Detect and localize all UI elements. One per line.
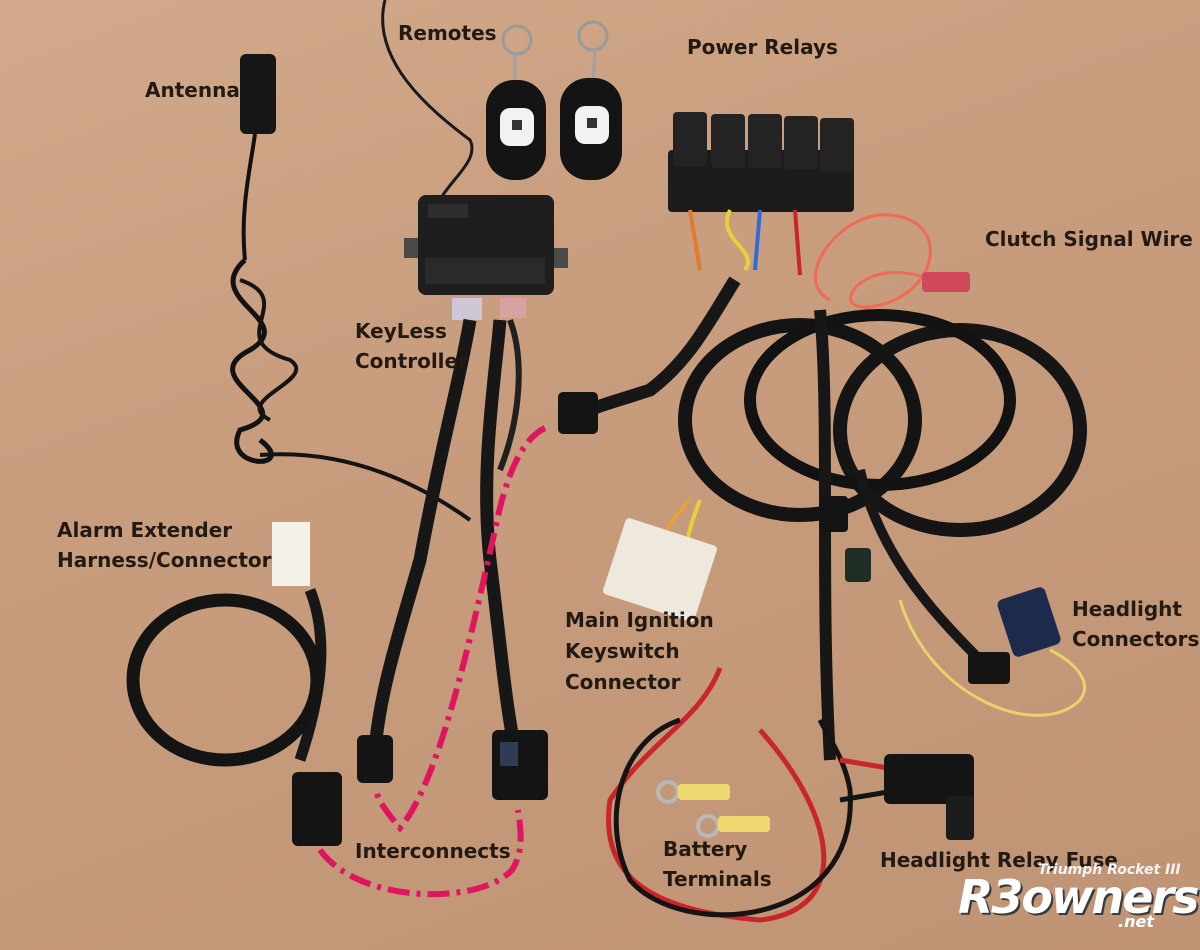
label-keyless-controller-1: KeyLess: [355, 319, 447, 343]
main-power-harness: [558, 276, 1087, 761]
main-ignition-connector: [603, 498, 717, 622]
label-headlight-connectors-1: Headlight: [1072, 597, 1182, 621]
headlight-connectors: [898, 587, 1087, 717]
headlight-relay-fuse: [884, 754, 974, 840]
remote-fobs: [486, 20, 622, 180]
label-power-relays: Power Relays: [687, 35, 838, 59]
controller-harness-extra: [497, 318, 522, 472]
label-main-ignition-1: Main Ignition: [565, 608, 714, 632]
label-main-ignition-3: Connector: [565, 670, 681, 694]
label-remotes: Remotes: [398, 21, 497, 45]
keyless-controller-box: [404, 195, 568, 320]
label-headlight-relay-fuse: Headlight Relay Fuse: [880, 848, 1118, 872]
antenna: [230, 54, 472, 522]
label-alarm-extender-2: Harness/Connector: [57, 548, 272, 572]
power-relay-block: [668, 112, 854, 276]
interconnect-dash-outer: [317, 809, 524, 898]
label-battery-terminals-1: Battery: [663, 837, 748, 861]
alarm-extender-harness: [126, 522, 342, 846]
label-clutch-signal-wire: Clutch Signal Wire: [985, 227, 1193, 251]
interconnect-dash-inner: [373, 425, 547, 833]
label-battery-terminals-2: Terminals: [663, 867, 772, 891]
watermark-logo: R3owners: [958, 870, 1200, 924]
controller-harness-right: [480, 319, 522, 752]
label-alarm-extender-1: Alarm Extender: [57, 518, 233, 542]
watermark-domain: .net: [1118, 912, 1154, 931]
controller-antenna-wire: [381, 0, 474, 201]
clutch-signal-wire: [814, 213, 970, 309]
interconnect-plug-left: [357, 735, 393, 783]
label-headlight-connectors-2: Connectors: [1072, 627, 1200, 651]
watermark-tagline: Triumph Rocket III: [1038, 862, 1181, 878]
label-main-ignition-2: Keyswitch: [565, 639, 680, 663]
controller-harness-left: [368, 318, 477, 751]
label-antenna: Antenna: [145, 78, 240, 102]
label-keyless-controller-2: Controller: [355, 349, 468, 373]
label-interconnects: Interconnects: [355, 839, 511, 863]
